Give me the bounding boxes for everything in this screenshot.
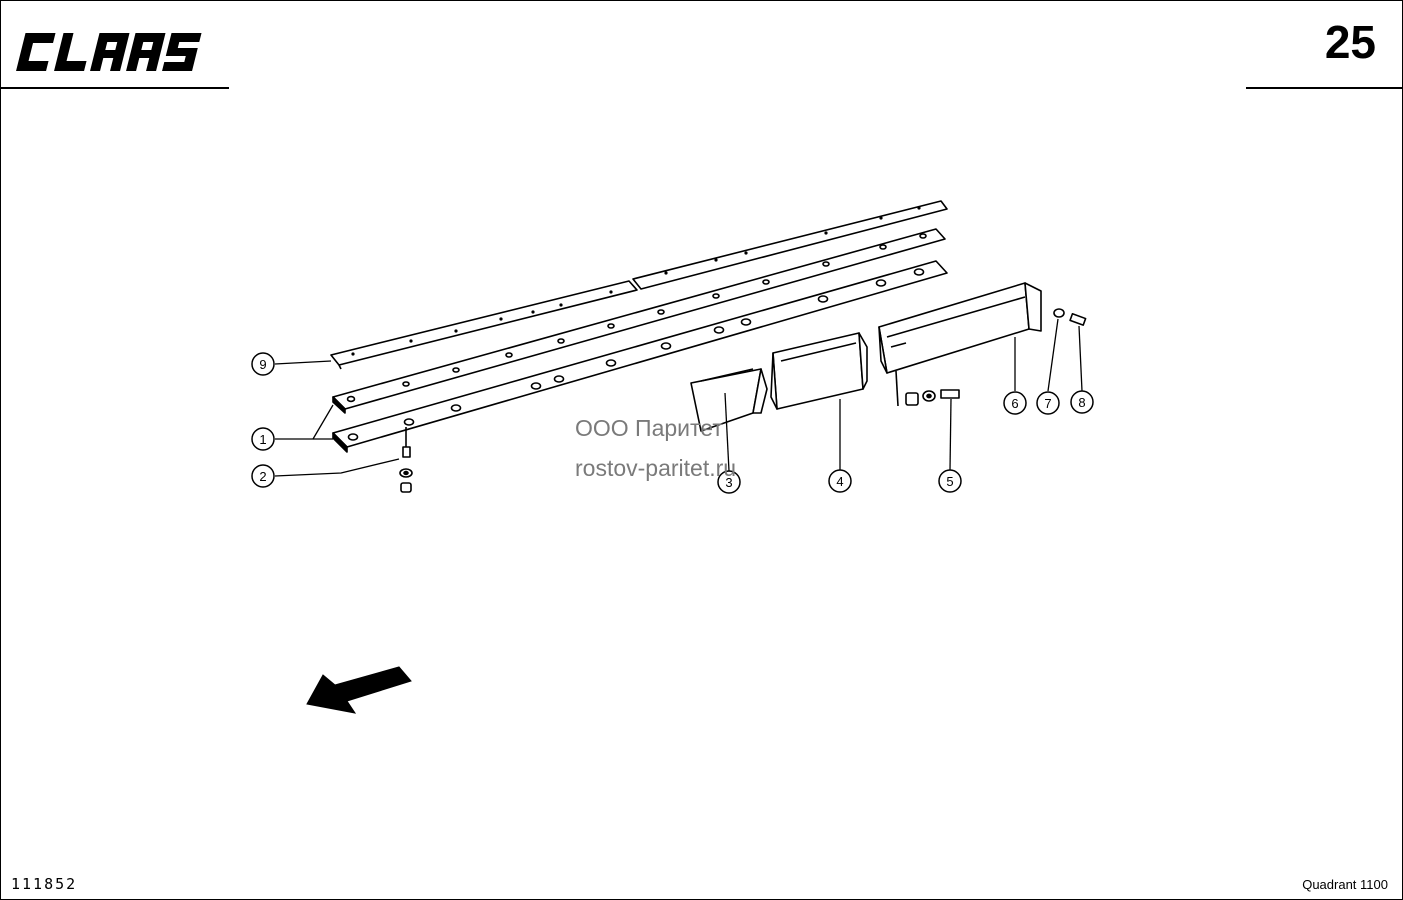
model-name: Quadrant 1100 [1302, 877, 1388, 892]
bolt-assembly-5 [895, 370, 960, 407]
callout-4-label: 4 [836, 474, 843, 489]
callout-8 [1070, 390, 1094, 414]
callout-2-label: 2 [259, 469, 266, 484]
bolt-assembly-2 [399, 427, 413, 493]
callout-9 [251, 352, 275, 376]
callout-6-label: 6 [1011, 396, 1018, 411]
page-number: 25 [1324, 16, 1376, 68]
claas-logo [16, 33, 202, 71]
callout-1 [251, 427, 275, 451]
watermark-company: ООО Паритет [575, 415, 723, 441]
shoe-segment-4 [770, 332, 868, 410]
callout-6 [1003, 391, 1027, 415]
bolt-8 [1069, 312, 1087, 326]
watermark-website: rostov-paritet.ru [575, 455, 737, 481]
callout-7-label: 7 [1044, 396, 1051, 411]
header-rule-left [1, 87, 229, 89]
callout-9-label: 9 [259, 357, 266, 372]
callout-3-label: 3 [725, 475, 732, 490]
callout-5-label: 5 [946, 474, 953, 489]
middle-knife-bar [332, 228, 946, 414]
callout-8-label: 8 [1078, 395, 1085, 410]
travel-direction-arrow [306, 666, 412, 714]
callout-1-label: 1 [259, 432, 266, 447]
callout-4 [828, 469, 852, 493]
top-plate-strip [330, 200, 948, 370]
header-rule-right [1246, 87, 1402, 89]
callout-5 [938, 469, 962, 493]
callout-2 [251, 464, 275, 488]
washer-7 [1053, 308, 1065, 318]
shoe-segment-6 [878, 282, 1042, 374]
drawing-id: 111852 [11, 875, 78, 893]
callout-7 [1036, 391, 1060, 415]
callout-3 [717, 470, 741, 494]
lower-knife-bar [332, 260, 948, 453]
